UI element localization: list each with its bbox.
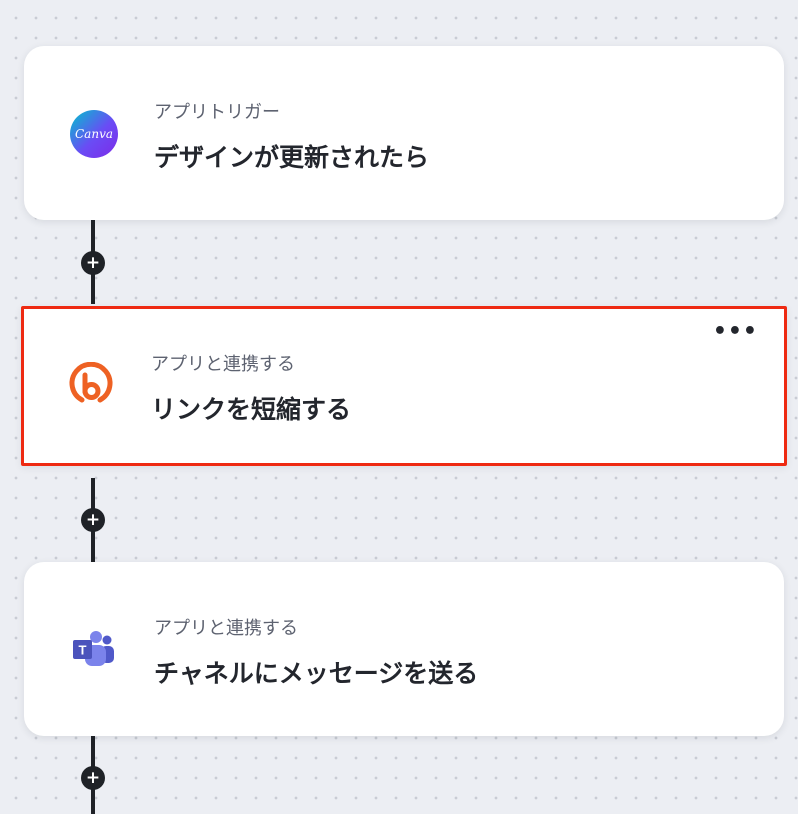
add-step-button[interactable]: + [81, 766, 105, 790]
teams-logo-text: T [79, 643, 87, 658]
step-title: リンクを短縮する [151, 395, 352, 424]
flow-step-card-bitly[interactable]: ••• アプリと連携する リンクを短縮する [21, 306, 787, 466]
more-options-button[interactable]: ••• [712, 319, 758, 344]
flow-step-card-canva-trigger[interactable]: Canva アプリトリガー デザインが更新されたら [24, 46, 784, 220]
canva-logo-icon: Canva [70, 110, 118, 158]
microsoft-teams-logo-icon: T [70, 626, 118, 674]
add-step-button[interactable]: + [81, 508, 105, 532]
step-type-label: アプリと連携する [154, 618, 298, 639]
step-title: デザインが更新されたら [154, 143, 430, 172]
flow-step-card-teams[interactable]: T アプリと連携する チャネルにメッセージを送る [24, 562, 784, 736]
canva-logo-text: Canva [75, 127, 113, 141]
bitly-logo-icon [67, 362, 115, 410]
add-step-button[interactable]: + [81, 251, 105, 275]
step-title: チャネルにメッセージを送る [154, 659, 479, 688]
step-type-label: アプリトリガー [154, 102, 280, 123]
step-type-label: アプリと連携する [151, 354, 295, 375]
